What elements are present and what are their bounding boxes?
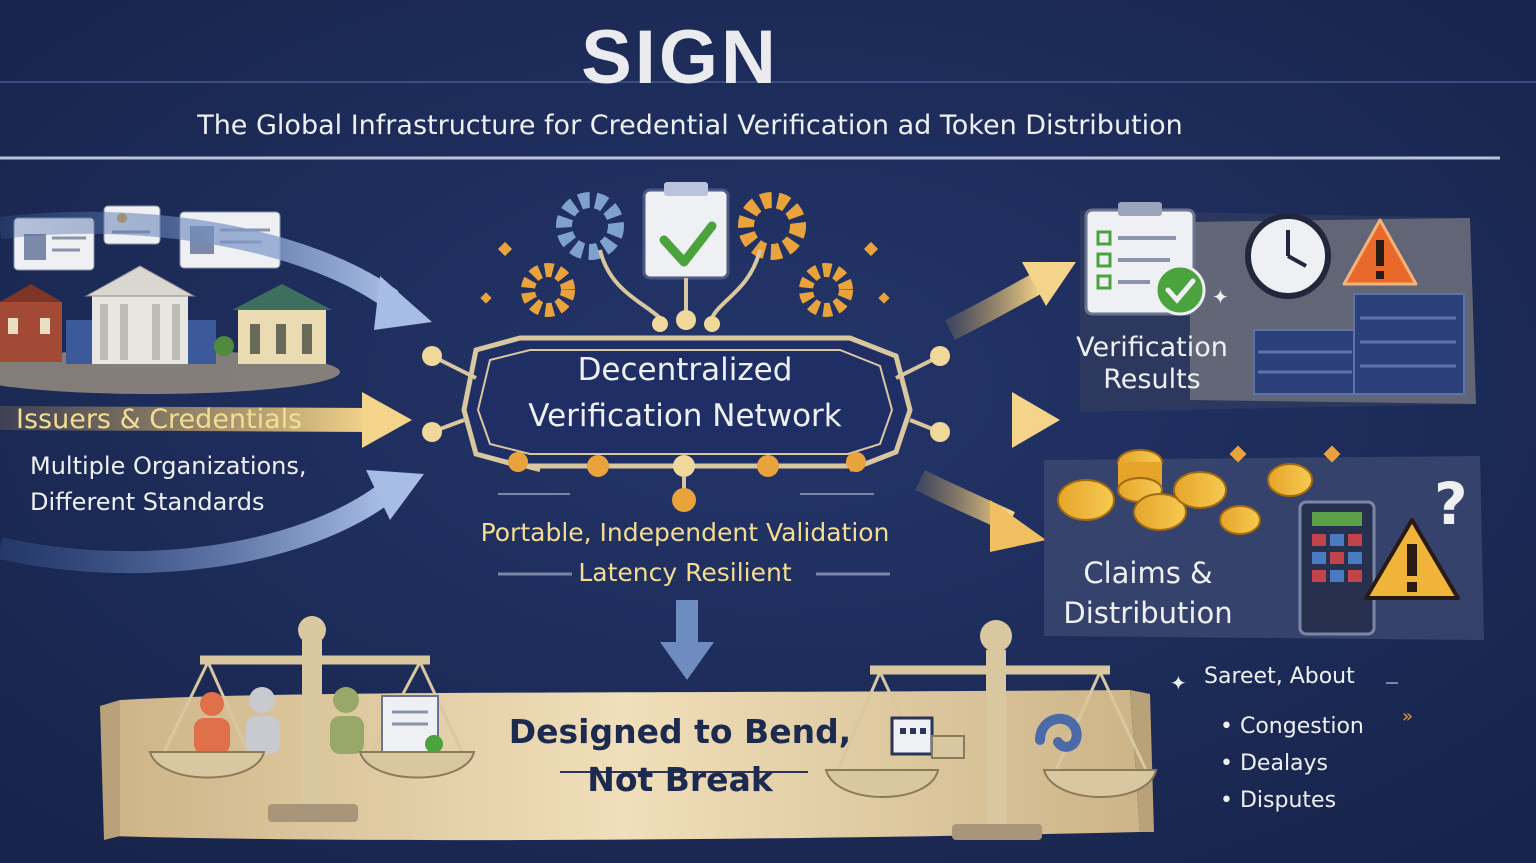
check-badge-icon (1154, 264, 1206, 316)
resilience-line-2: Not Break (587, 760, 773, 799)
down-arrow (660, 600, 714, 680)
person-icon (333, 687, 359, 713)
issuers-line-2: Different Standards (30, 488, 265, 516)
network-node (930, 346, 950, 366)
network-node (422, 346, 442, 366)
balance-scale-right (824, 620, 1158, 840)
network-caption-2: Latency Resilient (578, 558, 792, 587)
risk-item-label: Disputes (1239, 788, 1337, 813)
network-node (757, 455, 779, 477)
server-rack-icon (1253, 329, 1359, 395)
page-title: SIGN (581, 15, 779, 100)
network-node (846, 452, 866, 472)
risk-item-label: Dealays (1239, 751, 1329, 776)
block-icon (890, 716, 934, 756)
sparkle-icon: ✦ (1170, 671, 1187, 695)
person-icon (249, 687, 275, 713)
network-node (673, 455, 695, 477)
gear-cluster (480, 182, 890, 332)
risk-item-delays: • Dealays (1220, 751, 1329, 776)
network-title-line-2: Verification Network (528, 398, 842, 434)
network-node (508, 452, 528, 472)
verification-label-line-2: Results (1103, 364, 1201, 395)
verification-label-line-1: Verification (1076, 332, 1228, 363)
wave-icon (1035, 713, 1082, 752)
claims-label-line-2: Distribution (1063, 596, 1233, 630)
gear-icon (738, 192, 806, 260)
question-icon: ? (1434, 470, 1468, 538)
coin-icon (1057, 479, 1115, 521)
double-chevron-icon: » (1402, 706, 1413, 727)
network-title-line-1: Decentralized (577, 352, 793, 388)
claims-panel: ? (1044, 445, 1484, 640)
risks-heading: Sareet, About (1204, 664, 1355, 689)
person-icon (200, 692, 224, 716)
network-node (587, 455, 609, 477)
network-caption-1: Portable, Independent Validation (480, 518, 890, 547)
sparkle-icon: ✦ (1212, 285, 1229, 309)
output-arrows (915, 262, 1076, 552)
claims-label-line-1: Claims & (1083, 556, 1213, 590)
institution-buildings (0, 265, 340, 394)
gear-icon (556, 192, 624, 260)
issuers-line-1: Multiple Organizations, (30, 452, 307, 480)
risk-item-disputes: • Disputes (1220, 788, 1337, 813)
network-node (422, 422, 442, 442)
resilience-line-1: Designed to Bend, (508, 712, 852, 751)
risk-item-congestion: • Congestion (1220, 714, 1364, 739)
check-icon (659, 221, 717, 267)
page-subtitle: The Global Infrastructure for Credential… (197, 110, 1183, 141)
risk-item-label: Congestion (1239, 714, 1364, 739)
verification-panel (1080, 202, 1476, 412)
balance-scale-left (148, 616, 476, 822)
network-node (672, 488, 696, 512)
input-arrows (0, 211, 432, 574)
issuers-heading: Issuers & Credentials (16, 404, 303, 435)
